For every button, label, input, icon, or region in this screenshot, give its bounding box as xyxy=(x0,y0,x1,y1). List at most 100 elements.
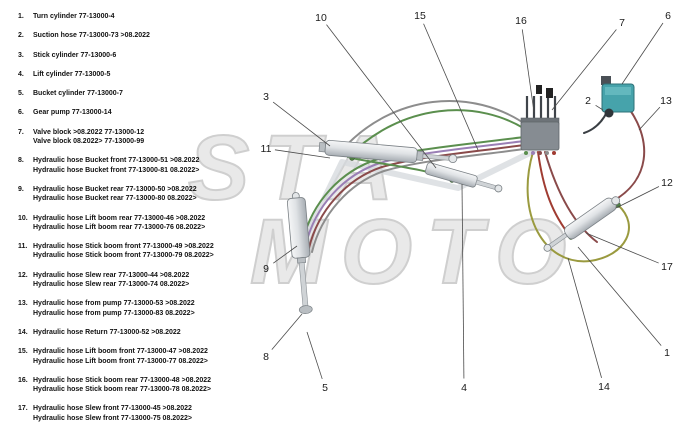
bucket-cylinder xyxy=(286,192,313,314)
part-number: 13. xyxy=(18,300,28,308)
cylinder-barrel xyxy=(324,139,418,164)
valve-port xyxy=(545,151,549,155)
part-lines: Gear pump 77-13000-14 xyxy=(33,108,254,117)
leader-line-2 xyxy=(595,104,604,111)
part-number: 3. xyxy=(18,51,24,59)
leader-line-14 xyxy=(567,257,602,378)
pump-port xyxy=(604,108,614,118)
rod-eye xyxy=(611,196,621,206)
callout-17: 17 xyxy=(661,261,673,273)
part-number: 10. xyxy=(18,214,28,222)
part-line: Suction hose 77-13000-73 >08.2022 xyxy=(33,32,150,40)
cylinder-rod xyxy=(548,232,568,249)
parts-list-item: 10. Hydraulic hose Lift boom rear 77-130… xyxy=(18,214,254,233)
part-lines: Hydraulic hose Stick boom rear 77-13000-… xyxy=(33,376,254,395)
part-line: Hydraulic hose Bucket rear 77-13000-50 >… xyxy=(33,185,197,193)
valve-port xyxy=(524,151,528,155)
part-lines: Hydraulic hose Bucket rear 77-13000-50 >… xyxy=(33,185,254,204)
valve-connector xyxy=(536,85,542,94)
valve-connector xyxy=(546,88,553,98)
parts-list-item: 8. Hydraulic hose Bucket front 77-13000-… xyxy=(18,156,254,175)
part-number: 5. xyxy=(18,90,24,98)
leader-line-12 xyxy=(615,186,660,209)
parts-list-item: 15. Hydraulic hose Lift boom front 77-13… xyxy=(18,347,254,366)
cylinder-rod xyxy=(475,179,497,190)
suction-hose xyxy=(583,111,608,134)
cylinder-barrel xyxy=(564,197,617,240)
leader-line-1 xyxy=(577,246,662,346)
part-lines: Hydraulic hose Slew front 77-13000-45 >0… xyxy=(33,404,254,423)
parts-list-item: 3. Stick cylinder 77-13000-6 xyxy=(18,51,254,60)
part-lines: Hydraulic hose Bucket front 77-13000-51 … xyxy=(33,156,254,175)
part-lines: Stick cylinder 77-13000-6 xyxy=(33,51,254,60)
leader-line-10 xyxy=(326,24,437,169)
valve-block xyxy=(520,85,560,155)
part-number: 16. xyxy=(18,376,28,384)
part-lines: Bucket cylinder 77-13000-7 xyxy=(33,89,254,98)
hose-lift-boom-rear xyxy=(341,100,529,151)
hose-slew-front xyxy=(537,151,572,238)
callout-2: 2 xyxy=(585,95,591,107)
part-line: Hydraulic hose Stick boom rear 77-13000-… xyxy=(33,376,212,384)
part-line: Lift cylinder 77-13000-5 xyxy=(33,70,111,78)
valve-port xyxy=(538,151,542,155)
rod-eye xyxy=(448,154,458,164)
leader-line-8 xyxy=(271,313,303,350)
callout-1: 1 xyxy=(664,347,670,359)
part-number: 11. xyxy=(18,243,28,251)
part-number: 6. xyxy=(18,109,24,117)
stick-cylinder xyxy=(318,139,458,164)
callout-15: 15 xyxy=(414,10,426,22)
part-number: 7. xyxy=(18,128,24,136)
hose-stick-boom-rear xyxy=(311,148,525,253)
part-number: 2. xyxy=(18,32,24,40)
valve-port xyxy=(531,151,535,155)
valve-port xyxy=(552,151,556,155)
part-line: Hydraulic hose Bucket front 77-13000-81 … xyxy=(33,166,200,174)
callout-11: 11 xyxy=(261,143,272,155)
callout-13: 13 xyxy=(660,95,672,107)
parts-list-item: 14. Hydraulic hose Return 77-13000-52 >0… xyxy=(18,328,254,337)
part-line: Hydraulic hose Lift boom rear 77-13000-7… xyxy=(33,223,206,231)
part-line: Hydraulic hose Stick boom front 77-13000… xyxy=(33,243,214,251)
hose-stick-boom-front xyxy=(308,144,525,249)
parts-list: 1. Turn cylinder 77-13000-4 2. Suction h… xyxy=(18,12,254,433)
part-lines: Turn cylinder 77-13000-4 xyxy=(33,12,254,21)
gear-pump xyxy=(601,76,635,118)
hose-from-pump xyxy=(612,109,646,202)
boom-structure xyxy=(303,145,542,238)
leader-line-11 xyxy=(274,149,331,159)
parts-list-item: 6. Gear pump 77-13000-14 xyxy=(18,108,254,117)
callout-16: 16 xyxy=(515,15,527,27)
cylinder-barrel xyxy=(286,197,311,259)
part-line: Stick cylinder 77-13000-6 xyxy=(33,51,117,59)
part-number: 9. xyxy=(18,185,24,193)
part-line: Hydraulic hose Slew rear 77-13000-74 08.… xyxy=(33,281,190,289)
parts-list-item: 16. Hydraulic hose Stick boom rear 77-13… xyxy=(18,376,254,395)
parts-list-item: 2. Suction hose 77-13000-73 >08.2022 xyxy=(18,31,254,40)
part-line: Valve block 08.2022> 77-13000-99 xyxy=(33,138,145,146)
cylinder-rod xyxy=(298,262,309,309)
callout-12: 12 xyxy=(661,177,673,189)
part-line: Hydraulic hose Slew front 77-13000-45 >0… xyxy=(33,405,192,413)
pump-highlight xyxy=(605,87,631,95)
callout-5: 5 xyxy=(322,382,328,394)
part-line: Hydraulic hose Stick boom rear 77-13000-… xyxy=(33,386,212,394)
callout-4: 4 xyxy=(461,382,467,394)
callout-10: 10 xyxy=(315,12,327,24)
callout-6: 6 xyxy=(665,10,671,22)
callout-14: 14 xyxy=(598,381,610,393)
part-line: Bucket cylinder 77-13000-7 xyxy=(33,90,123,98)
part-lines: Hydraulic hose Return 77-13000-52 >08.20… xyxy=(33,328,254,337)
leader-line-5 xyxy=(306,331,323,380)
part-line: Hydraulic hose Slew front 77-13000-75 08… xyxy=(33,414,192,422)
part-line: Gear pump 77-13000-14 xyxy=(33,109,112,117)
leader-line-16 xyxy=(521,29,535,113)
part-number: 17. xyxy=(18,405,28,413)
part-number: 14. xyxy=(18,328,28,336)
leader-line-9 xyxy=(273,245,298,264)
part-lines: Hydraulic hose Lift boom rear 77-13000-4… xyxy=(33,214,254,233)
part-line: Valve block >08.2022 77-13000-12 xyxy=(33,128,145,136)
